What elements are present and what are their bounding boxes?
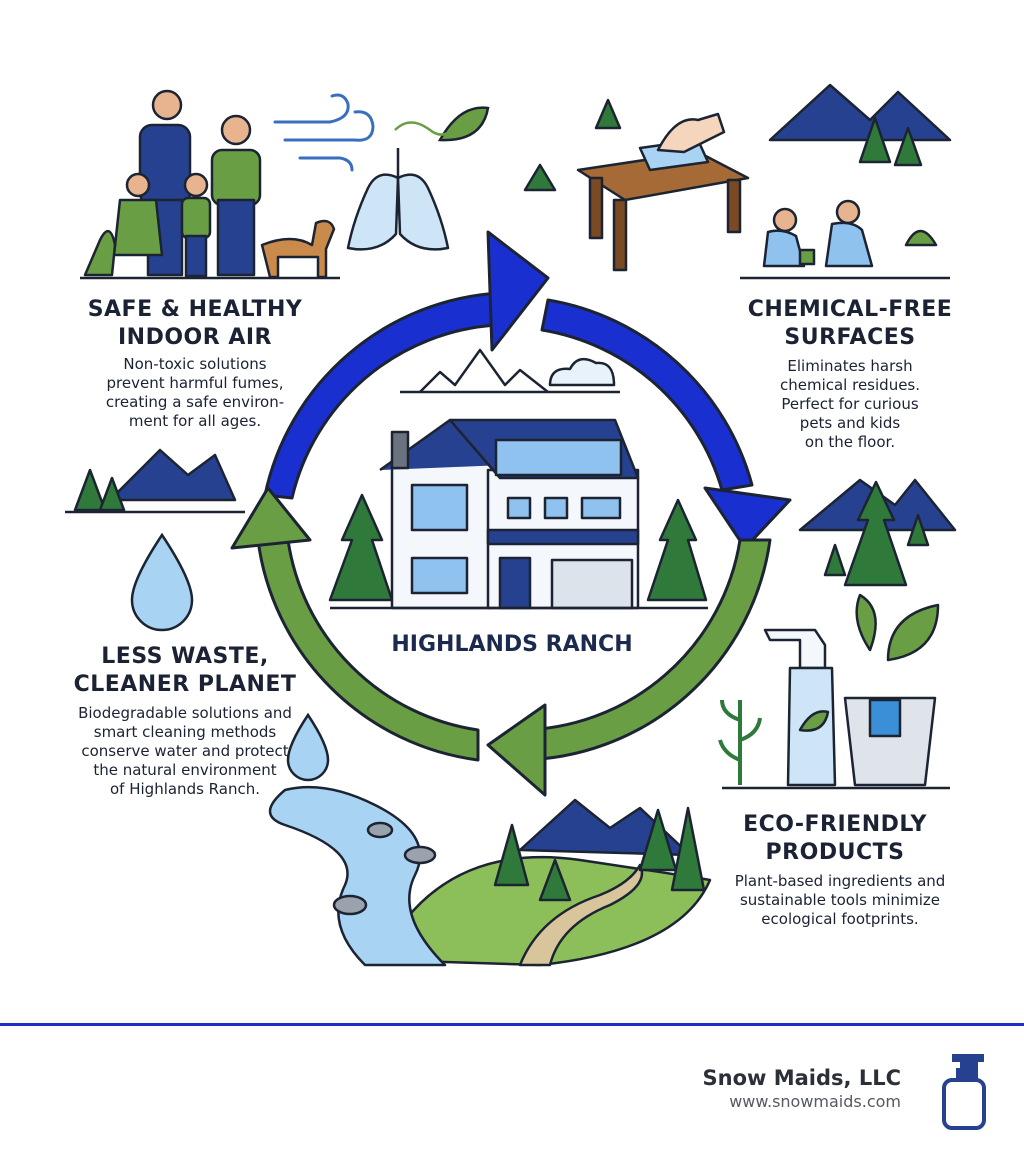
description-line: of Highlands Ranch. [110,780,260,798]
company-name: Snow Maids, LLC [702,1066,901,1090]
air-flow-illustration [273,93,375,172]
heading-line: INDOOR AIR [117,325,272,350]
cycle-arrows [230,230,792,797]
company-url[interactable]: www.snowmaids.com [729,1092,901,1111]
family-illustration [80,89,340,280]
heading-line: CLEANER PLANET [73,672,297,697]
description-line: ecological footprints. [761,910,919,928]
heading-line: LESS WASTE, [101,644,269,669]
description-line: Biodegradable solutions and [78,704,292,722]
heading-line: ECO-FRIENDLY [743,812,927,837]
blue-arrowhead-top [486,230,550,352]
description-line: Perfect for curious [781,395,919,413]
benefit-heading-products: ECO-FRIENDLY PRODUCTS [715,811,955,867]
spray-bottle-icon [942,1054,986,1130]
blue-arrow-right [540,298,754,492]
footer-divider [0,1023,1024,1026]
benefit-description-waste: Biodegradable solutions and smart cleani… [45,704,325,799]
benefit-heading-surfaces: CHEMICAL-FREE SURFACES [720,296,980,352]
small-water-drop-icon [286,712,330,782]
description-line: sustainable tools minimize [739,891,941,909]
benefit-heading-air: SAFE & HEALTHY INDOOR AIR [60,296,330,352]
heading-line: CHEMICAL-FREE [747,297,953,322]
blue-arrowhead-right [703,486,792,550]
green-arrowhead-bottom [486,703,547,797]
illustration [65,83,957,967]
mountain-left-illustration [65,448,245,514]
benefit-heading-waste: LESS WASTE, CLEANER PLANET [55,643,315,699]
description-line: chemical residues. [779,376,921,394]
benefit-description-products: Plant-based ingredients and sustainable … [705,872,975,929]
leaf-icon [394,106,490,142]
eco-products-illustration [718,593,950,790]
center-scene [328,348,708,610]
water-drop-icon [130,532,194,632]
description-line: Plant-based ingredients and [734,872,946,890]
benefit-description-air: Non-toxic solutions prevent harmful fume… [70,355,320,431]
description-line: the natural environment [93,761,277,779]
lungs-icon [346,148,450,251]
forest-right-illustration [798,478,957,587]
description-line: on the floor. [804,433,896,451]
surface-cleaning-illustration [523,83,952,280]
description-line: Non-toxic solutions [123,355,267,373]
benefit-description-surfaces: Eliminates harsh chemical residues. Perf… [740,357,960,452]
heading-line: SAFE & HEALTHY [87,297,303,322]
center-title: HIGHLANDS RANCH [391,632,633,657]
description-line: Eliminates harsh [787,357,913,375]
heading-line: SURFACES [784,325,916,350]
heading-line: PRODUCTS [765,840,905,865]
river-landscape-illustration [268,785,712,967]
description-line: prevent harmful fumes, [106,374,284,392]
description-line: ment for all ages. [128,412,262,430]
description-line: creating a safe environ- [105,393,285,411]
description-line: conserve water and protect [81,742,289,760]
description-line: pets and kids [799,414,901,432]
green-arrowhead-left [230,486,312,550]
description-line: smart cleaning methods [93,723,277,741]
